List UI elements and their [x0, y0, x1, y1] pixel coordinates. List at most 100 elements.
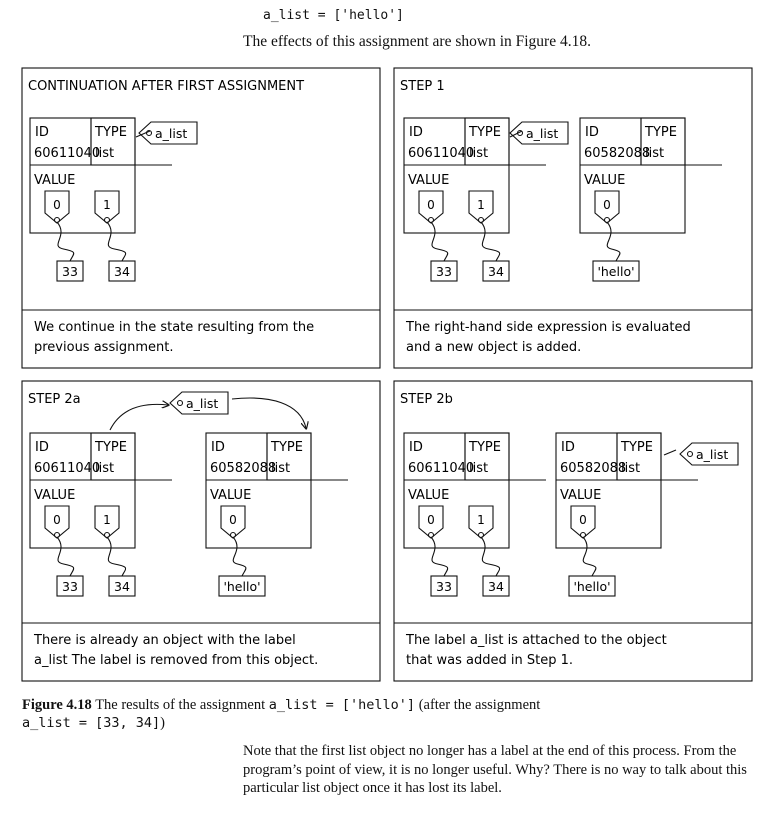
- type-value: list: [469, 461, 488, 476]
- index-tag: [468, 505, 494, 539]
- caption-text-before: The results of the assignment: [95, 697, 266, 713]
- panel-title: CONTINUATION AFTER FIRST ASSIGNMENT: [28, 79, 304, 94]
- index-tag: [44, 505, 70, 539]
- panel-description-line-1: We continue in the state resulting from …: [34, 320, 314, 335]
- reference-line: [480, 221, 501, 262]
- label-connector: [509, 130, 523, 138]
- type-header: TYPE: [94, 440, 127, 455]
- move-arrow-left: [109, 404, 168, 431]
- id-header: ID: [35, 125, 49, 140]
- value-header: VALUE: [210, 488, 251, 503]
- value-cell: [482, 575, 510, 597]
- caption-text-after: ): [160, 715, 166, 731]
- index-label: 1: [103, 513, 111, 527]
- object-box: [555, 432, 662, 549]
- type-header: TYPE: [94, 125, 127, 140]
- type-value: list: [621, 461, 640, 476]
- panel-description-line-2: a_list The label is removed from this ob…: [34, 653, 318, 668]
- index-label: 0: [579, 513, 587, 527]
- value-text: 'hello': [597, 264, 634, 279]
- panel-frame: [21, 380, 381, 682]
- value-cell: [430, 575, 458, 597]
- body-paragraph: Note that the first list object no longe…: [243, 743, 747, 796]
- reference-line: [56, 221, 75, 262]
- reference-line: [232, 536, 247, 577]
- index-label: 1: [477, 198, 485, 212]
- type-value: list: [271, 461, 290, 476]
- caption-text-middle: (after the assignment: [418, 697, 541, 713]
- id-header: ID: [585, 125, 599, 140]
- reference-line: [430, 536, 449, 577]
- label-tag: [138, 121, 198, 145]
- caption-figure-label: Figure 4.18: [22, 697, 92, 713]
- id-value: 60582088: [560, 461, 626, 476]
- figure-4-18: CONTINUATION AFTER FIRST ASSIGNMENT We co…: [21, 67, 753, 682]
- pointer-hole: [427, 531, 435, 539]
- type-cell: [464, 117, 510, 166]
- panel-description-line-2: that was added in Step 1.: [406, 653, 573, 668]
- pointer-hole: [103, 531, 111, 539]
- index-label: 0: [229, 513, 237, 527]
- value-text: 33: [62, 579, 78, 594]
- label-connector: [135, 130, 151, 138]
- object-box: [403, 117, 510, 234]
- pointer-hole: [427, 216, 435, 224]
- object-box: [205, 432, 312, 549]
- index-tag: [418, 190, 444, 224]
- label-connector: [663, 449, 677, 456]
- reference-line: [56, 536, 75, 577]
- reference-line: [480, 536, 501, 577]
- index-tag: [94, 505, 120, 539]
- id-value: 60611040: [408, 461, 474, 476]
- type-cell: [90, 432, 136, 481]
- index-tag: [220, 505, 246, 539]
- value-cell: [56, 260, 84, 282]
- index-label: 0: [53, 513, 61, 527]
- label-tag-text: a_list: [696, 447, 728, 462]
- value-text: 34: [488, 264, 504, 279]
- type-header: TYPE: [644, 125, 677, 140]
- id-header: ID: [409, 125, 423, 140]
- value-header: VALUE: [34, 173, 75, 188]
- panel-description-line-1: There is already an object with the labe…: [33, 633, 296, 648]
- type-value: list: [645, 146, 664, 161]
- id-value: 60611040: [34, 146, 100, 161]
- panel-title: STEP 1: [400, 79, 445, 94]
- caption-code-2: a_list = [33, 34]: [22, 715, 161, 731]
- value-cell: [56, 575, 84, 597]
- reference-line: [106, 536, 127, 577]
- pointer-hole: [103, 216, 111, 224]
- object-box: [29, 432, 136, 549]
- label-tag-hole: [145, 129, 153, 137]
- pointer-hole: [477, 531, 485, 539]
- value-text: 33: [62, 264, 78, 279]
- id-header: ID: [561, 440, 575, 455]
- label-tag: [679, 442, 739, 466]
- panel-description-line-2: and a new object is added.: [406, 340, 581, 355]
- label-tag-hole: [686, 450, 694, 458]
- value-cell: [108, 260, 136, 282]
- pointer-hole: [477, 216, 485, 224]
- value-cell: [108, 575, 136, 597]
- type-header: TYPE: [468, 440, 501, 455]
- value-text: 'hello': [223, 579, 260, 594]
- panel-frame: [393, 67, 753, 369]
- value-header: VALUE: [34, 488, 75, 503]
- panel-frame: [21, 67, 381, 369]
- panel-description-line-1: The label a_list is attached to the obje…: [405, 633, 667, 648]
- type-cell: [90, 117, 136, 166]
- index-tag: [468, 190, 494, 224]
- label-tag-text: a_list: [155, 126, 187, 141]
- index-label: 0: [53, 198, 61, 212]
- type-value: list: [95, 461, 114, 476]
- value-text: 34: [114, 579, 130, 594]
- index-label: 0: [603, 198, 611, 212]
- id-header: ID: [409, 440, 423, 455]
- type-header: TYPE: [620, 440, 653, 455]
- pointer-hole: [603, 216, 611, 224]
- object-box: [579, 117, 686, 234]
- pointer-hole: [53, 216, 61, 224]
- id-value: 60611040: [408, 146, 474, 161]
